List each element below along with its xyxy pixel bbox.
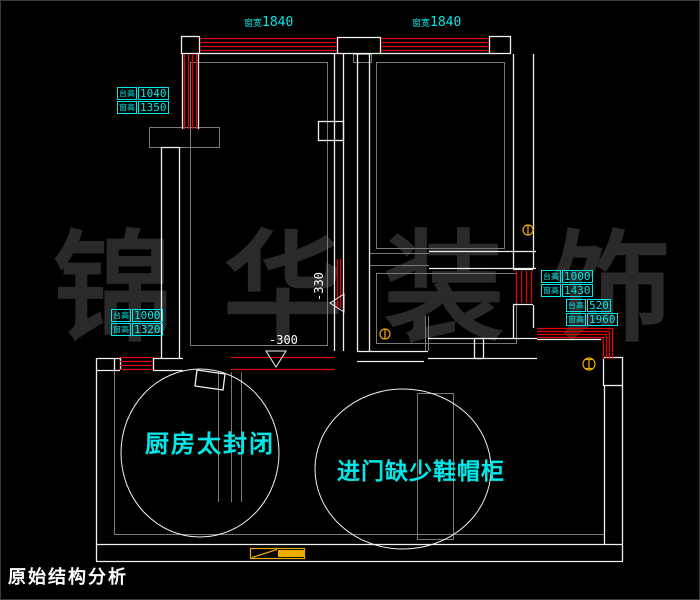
utility-symbol-bathroom: [379, 328, 391, 340]
sill-label: 台高: [541, 270, 561, 283]
elevation-triangle-icon-corridor: [329, 293, 345, 313]
height-value: 1430: [562, 284, 593, 297]
sill-label: 台高: [111, 309, 131, 322]
comment-kitchen-too-closed: 厨房太封闭: [145, 431, 275, 458]
sill-value: 1000: [562, 270, 593, 283]
height-value: 1350: [138, 101, 169, 114]
inner-wall-lines: [114, 54, 604, 540]
elevation-mark-entry: -300: [269, 333, 298, 347]
comment-circle-entrance: [314, 388, 492, 550]
sill-label: 台高: [566, 299, 586, 312]
comment-entrance-no-shoe-cabinet: 进门缺少鞋帽柜: [337, 458, 505, 484]
window-width-label-left-value: 1840: [262, 15, 294, 30]
entry-door-leaf: [194, 369, 226, 391]
window-width-label-left-prefix: 窗宽: [244, 19, 263, 29]
comment-circle-kitchen: [120, 368, 280, 538]
utility-symbol-corner: [582, 357, 596, 371]
window-width-label-right-value: 1840: [430, 15, 462, 30]
elevation-triangle-icon-entry: [265, 350, 287, 368]
window-width-label-right-prefix: 窗宽: [412, 19, 431, 29]
sill-value: 1040: [138, 87, 169, 100]
window-width-label-right: 窗宽1840: [412, 11, 461, 30]
sill-value: 1000: [132, 309, 163, 322]
watermark-char-1: 锦: [53, 218, 173, 359]
height-value: 1320: [132, 323, 163, 336]
height-label: 窗高: [566, 313, 586, 326]
sill-value: 520: [587, 299, 611, 312]
threshold-symbol: [249, 547, 306, 560]
utility-symbol-bedroom-wall: [522, 224, 534, 236]
elevation-mark-corridor: -330: [312, 272, 326, 301]
structural-walls: [95, 35, 624, 563]
height-label: 窗高: [111, 323, 131, 336]
height-label: 窗高: [541, 284, 561, 297]
window-width-label-left: 窗宽1840: [244, 11, 293, 30]
page-title: 原始结构分析: [8, 567, 128, 587]
height-label: 窗高: [117, 101, 137, 114]
watermark-char-2: 华: [223, 218, 343, 359]
height-value: 1960: [587, 313, 618, 326]
sill-label: 台高: [117, 87, 137, 100]
window-hatches-red: [120, 37, 614, 371]
